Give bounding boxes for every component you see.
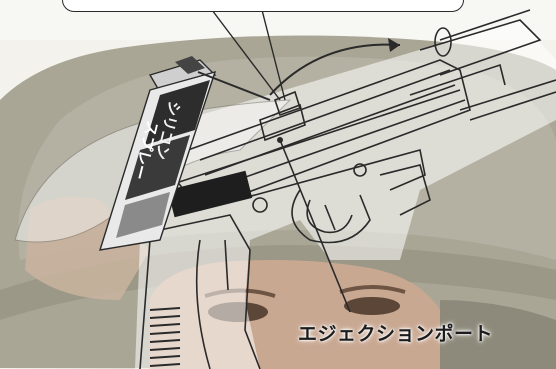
right-eye [344,297,400,315]
gun-slide [158,59,471,211]
direction-arrow [269,43,401,96]
gun-frame [199,149,431,244]
gun-barrel [409,9,556,121]
ejection-port-label: エジェクションポート [298,323,494,345]
gun-grip [139,214,261,369]
magazine-spring [149,307,181,367]
gun-wash [130,20,556,369]
spray-straw [197,71,271,101]
ejection-port-dark [167,170,253,218]
leader-line-1 [211,9,281,101]
ejection-pointer [279,139,351,313]
leader-line-2 [261,9,286,101]
callout-box [62,0,464,12]
